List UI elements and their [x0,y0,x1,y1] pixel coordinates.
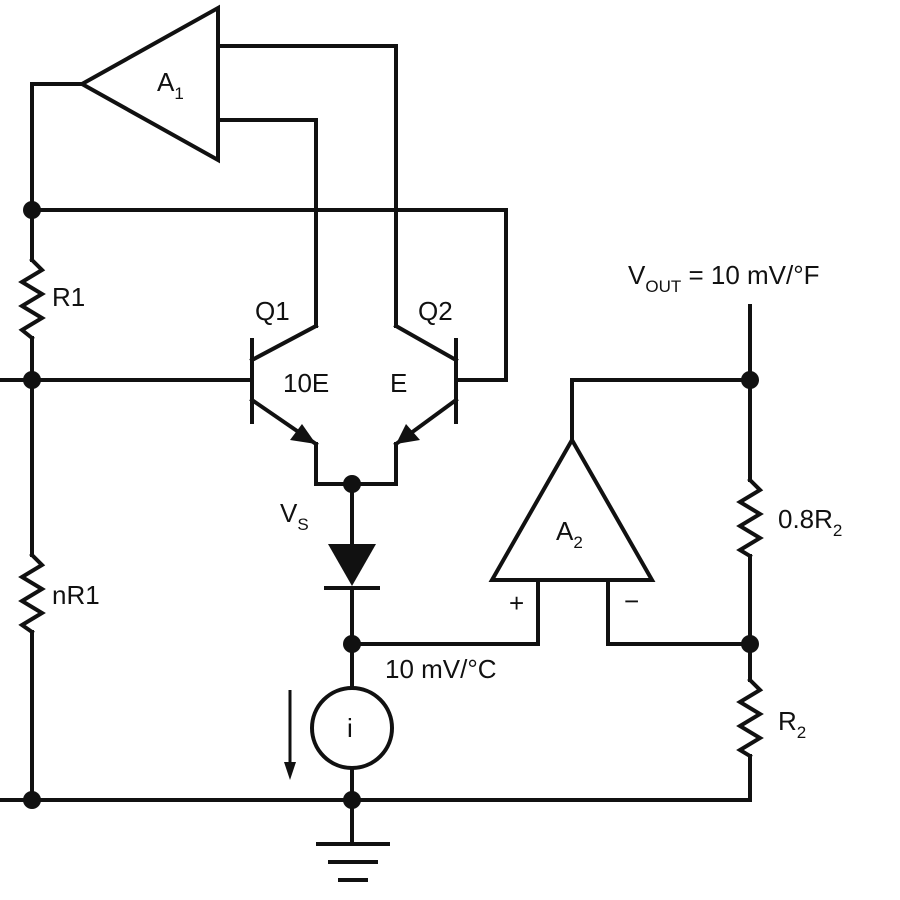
junction-dot [343,791,361,809]
q1-collector [249,323,319,363]
junction-dot [343,475,361,493]
current-source-label: i [347,713,353,743]
q2-emitter-label: E [390,368,407,398]
vout-label: VOUT = 10 mV/°F [628,260,820,296]
junction-dot [23,201,41,219]
diode-triangle [328,544,376,586]
current-arrow-icon [284,690,296,780]
current-arrow-head [284,762,296,780]
wire-a1-input-q2 [216,44,398,328]
q1-name-label: Q1 [255,296,290,326]
amplifier-a2-minus-sign: − [624,586,639,616]
wire-a1-output [30,82,84,212]
resistor-r1 [18,257,46,341]
q1-emitter-arrow [290,424,316,444]
wire-a2-output [570,378,752,442]
junction-dot [23,791,41,809]
wire-bottom-rail [0,754,752,802]
node-vs-label: VS [280,498,309,534]
wire-a2-minus [606,578,752,646]
wire-top-bus [30,208,508,382]
junction-dot [741,635,759,653]
junction-dot [23,371,41,389]
transistor-q2: Q2 E [390,296,459,447]
ground-icon [316,842,390,882]
q1-emitter-label: 10E [283,368,329,398]
resistor-nr1 [18,552,46,635]
amplifier-a1: A1 [77,4,220,164]
resistor-0-8r2-label: 0.8R2 [778,504,842,540]
resistor-nr1-label: nR1 [52,580,100,610]
junction-dot [343,635,361,653]
resistor-0-8r2 [736,477,764,559]
amplifier-a1-triangle [77,4,220,164]
amplifier-a2-triangle [488,435,656,582]
q2-collector [393,323,459,363]
current-source: i [310,686,394,770]
q2-emitter-arrow [396,424,420,444]
node-mid-label: 10 mV/°C [385,654,497,684]
resistor-r1-label: R1 [52,282,85,312]
resistor-r2 [736,677,764,759]
amplifier-a2-plus-sign: + [509,588,524,618]
junction-dot [741,371,759,389]
wire-mid-to-a2-plus [350,578,540,646]
amplifier-a1-label: A1 [157,67,184,103]
resistor-r2-label: R2 [778,706,806,742]
wire-a1-input-q1 [216,118,318,328]
amplifier-a2-label: A2 [556,516,583,552]
transistor-q1: Q1 10E [249,296,329,447]
amplifier-a2: A2 + − [488,435,656,618]
diode [324,544,380,590]
q2-name-label: Q2 [418,296,453,326]
